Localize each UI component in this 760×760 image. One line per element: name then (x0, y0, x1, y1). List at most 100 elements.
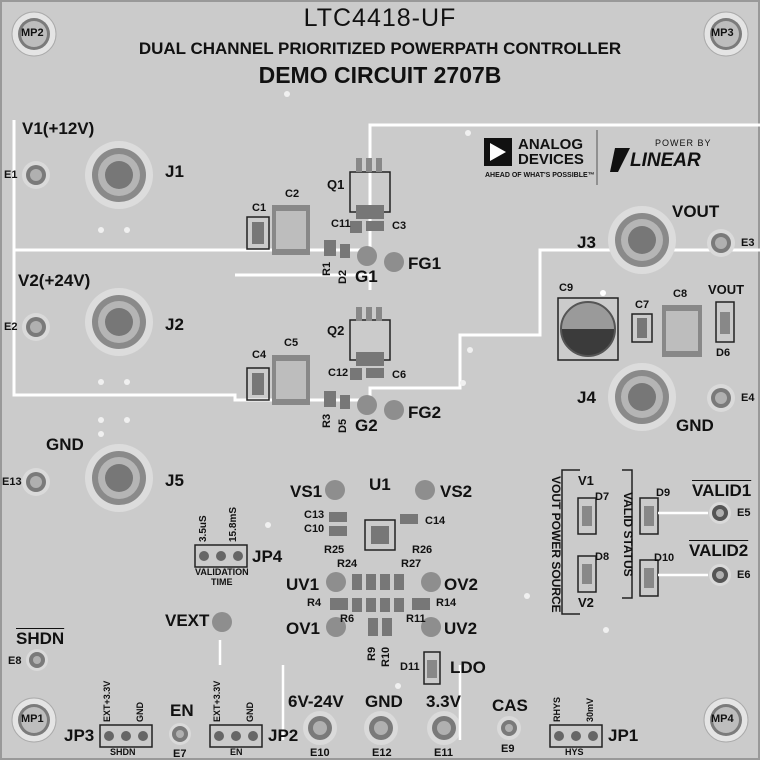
c5-label: C5 (284, 337, 299, 349)
g1-label: G1 (355, 267, 378, 286)
fg1-label: FG1 (408, 254, 442, 273)
r4-label: R4 (307, 597, 322, 609)
c8-label: C8 (673, 288, 688, 300)
c4-label: C4 (252, 349, 267, 361)
d2-label: D2 (337, 269, 349, 284)
ov2-label: OV2 (444, 575, 479, 594)
c14-label: C14 (425, 515, 446, 527)
r1-label: R1 (321, 261, 333, 276)
shdn-label: SHDN (16, 629, 65, 648)
r14-label: R14 (436, 597, 457, 609)
vs2-label: VS2 (440, 482, 473, 501)
jp4-left-option: 3.5uS (198, 515, 209, 542)
jp2-label: JP2 (268, 726, 299, 745)
jp1-label: JP1 (608, 726, 639, 745)
e7-label: E7 (173, 748, 187, 760)
j4-label: J4 (577, 388, 596, 407)
adi-logo-line2: DEVICES (518, 151, 584, 168)
d9-label: D9 (656, 487, 671, 499)
r11-label: R11 (406, 613, 426, 625)
jp4-label: JP4 (252, 547, 283, 566)
demo-circuit-title: DEMO CIRCUIT 2707B (258, 62, 502, 88)
jp2-caption: EN (230, 747, 243, 757)
r9-label: R9 (366, 646, 378, 661)
jp2-gnd-option: GND (245, 702, 255, 722)
e3-label: E3 (741, 237, 755, 249)
c11-label: C11 (331, 218, 351, 230)
e6-label: E6 (737, 569, 751, 581)
jp4-caption-2: TIME (211, 577, 233, 587)
mounting-holes (11, 11, 749, 743)
vout-label: VOUT (672, 202, 720, 221)
r24-label: R24 (337, 558, 358, 570)
c3-label: C3 (392, 220, 407, 232)
d10-label: D10 (654, 552, 675, 564)
vout-power-source-label: VOUT POWER SOURCE (549, 476, 563, 613)
vext-label: VEXT (165, 611, 210, 630)
vout-small-label: VOUT (708, 282, 745, 297)
d7-label: D7 (595, 491, 610, 503)
uv2-label: UV2 (444, 619, 478, 638)
q1-label: Q1 (327, 177, 345, 192)
c1-label: C1 (252, 202, 267, 214)
e11-label: E11 (434, 747, 453, 759)
gnd-output-label: GND (676, 416, 714, 435)
d11-label: D11 (400, 661, 420, 673)
v33-label: 3.3V (426, 692, 461, 711)
r27-label: R27 (401, 558, 422, 570)
r26-label: R26 (412, 544, 433, 556)
jp4-caption-1: VALIDATION (195, 567, 249, 577)
ov1-label: OV1 (286, 619, 321, 638)
d5-label: D5 (337, 418, 349, 433)
jp3-ext-option: EXT+3.3V (102, 680, 112, 722)
v1-label: V1(+12V) (22, 119, 95, 138)
q2-label: Q2 (327, 323, 345, 338)
status-v1-label: V1 (578, 473, 594, 488)
jp2-ext-option: EXT+3.3V (212, 680, 222, 722)
valid-status-label: VALID STATUS (621, 492, 635, 577)
e1-label: E1 (4, 169, 18, 181)
jp1-30mv-option: 30mV (585, 697, 595, 722)
e5-label: E5 (737, 507, 751, 519)
linear-power-by: POWER BY (655, 138, 712, 148)
j3-label: J3 (577, 233, 596, 252)
c7-label: C7 (635, 299, 650, 311)
range-label: 6V-24V (288, 692, 344, 711)
jp1-caption: HYS (565, 747, 584, 757)
j2-label: J2 (165, 315, 184, 334)
jp1-rhys-option: RHYS (552, 696, 562, 722)
c9-label: C9 (559, 282, 574, 294)
e2-label: E2 (4, 321, 18, 333)
c10-label: C10 (304, 523, 325, 535)
r10-label: R10 (380, 646, 392, 667)
part-number: LTC4418-UF (303, 4, 457, 32)
mp3-label: MP3 (711, 27, 734, 39)
mp1-label: MP1 (21, 713, 44, 725)
e12-label: E12 (372, 747, 392, 759)
valid1-label: VALID1 (692, 481, 752, 500)
e13-label: E13 (2, 476, 22, 488)
valid2-label: VALID2 (689, 541, 749, 560)
jp3-gnd-option: GND (135, 702, 145, 722)
jp3-caption: SHDN (110, 747, 136, 757)
c13-label: C13 (304, 509, 325, 521)
status-v2-label: V2 (578, 595, 594, 610)
d6-label: D6 (716, 347, 731, 359)
u1-label: U1 (369, 475, 391, 494)
e8-label: E8 (8, 655, 22, 667)
board-subtitle: DUAL CHANNEL PRIORITIZED POWERPATH CONTR… (138, 39, 622, 58)
c12-label: C12 (328, 367, 349, 379)
r25-label: R25 (324, 544, 345, 556)
e4-label: E4 (741, 392, 755, 404)
j1-label: J1 (165, 162, 184, 181)
linear-logo: LINEAR (630, 150, 701, 171)
fg2-label: FG2 (408, 403, 442, 422)
gnd-bottom-label: GND (365, 692, 403, 711)
vs1-label: VS1 (290, 482, 323, 501)
adi-logo-line1: ANALOG (518, 136, 583, 153)
mp2-label: MP2 (21, 27, 44, 39)
jp4-right-option: 15.8mS (228, 506, 239, 542)
e9-label: E9 (501, 743, 515, 755)
